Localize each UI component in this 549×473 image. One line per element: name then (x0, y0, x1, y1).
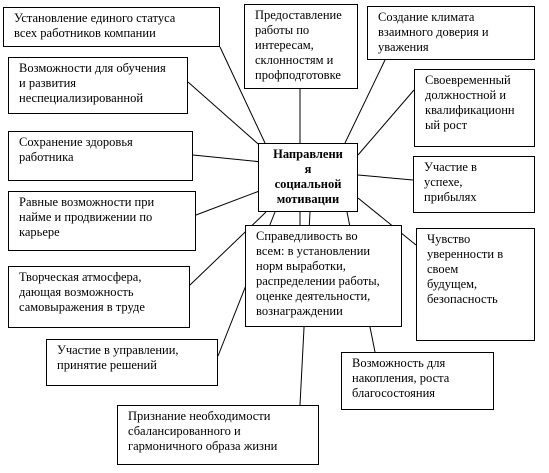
box-justice: Справедливость во всем: в установлении н… (245, 225, 402, 327)
box-security: Чувство уверенности в своем будущем, без… (416, 228, 535, 341)
center-social-motivation: Направлени я социальной мотивации (258, 143, 358, 212)
box-creative: Творческая атмосфера, дающая возможность… (8, 266, 190, 328)
connector-learning (187, 81, 266, 151)
connector-status (219, 46, 266, 144)
connector-hiring (195, 189, 263, 216)
box-management: Участие в управлении, принятие решений (46, 339, 218, 386)
connector-health (192, 154, 263, 163)
connector-security (357, 197, 417, 246)
box-hiring: Равные возможности при найме и продвижен… (8, 191, 196, 251)
box-wealth: Возможность для накопления, роста благос… (341, 352, 494, 410)
box-learning: Возможности для обучения и развития несп… (8, 57, 188, 114)
box-growth: Своевременный должностной и квалификацио… (414, 69, 535, 147)
box-interests: Предоставление работы по интересам, скло… (244, 4, 358, 89)
connector-profit (357, 174, 414, 181)
box-health: Сохранение здоровья работника (8, 131, 193, 181)
box-balance: Признание необходимости сбалансированног… (117, 405, 319, 465)
box-climate: Создание климата взаимного доверия и ува… (367, 6, 535, 60)
connector-climate (344, 59, 386, 144)
box-single-status: Установление единого статуса всех работн… (3, 7, 220, 47)
connector-creative (189, 211, 267, 286)
box-profit: Участие в успехе, прибылях (413, 156, 535, 213)
connector-growth (357, 89, 415, 156)
